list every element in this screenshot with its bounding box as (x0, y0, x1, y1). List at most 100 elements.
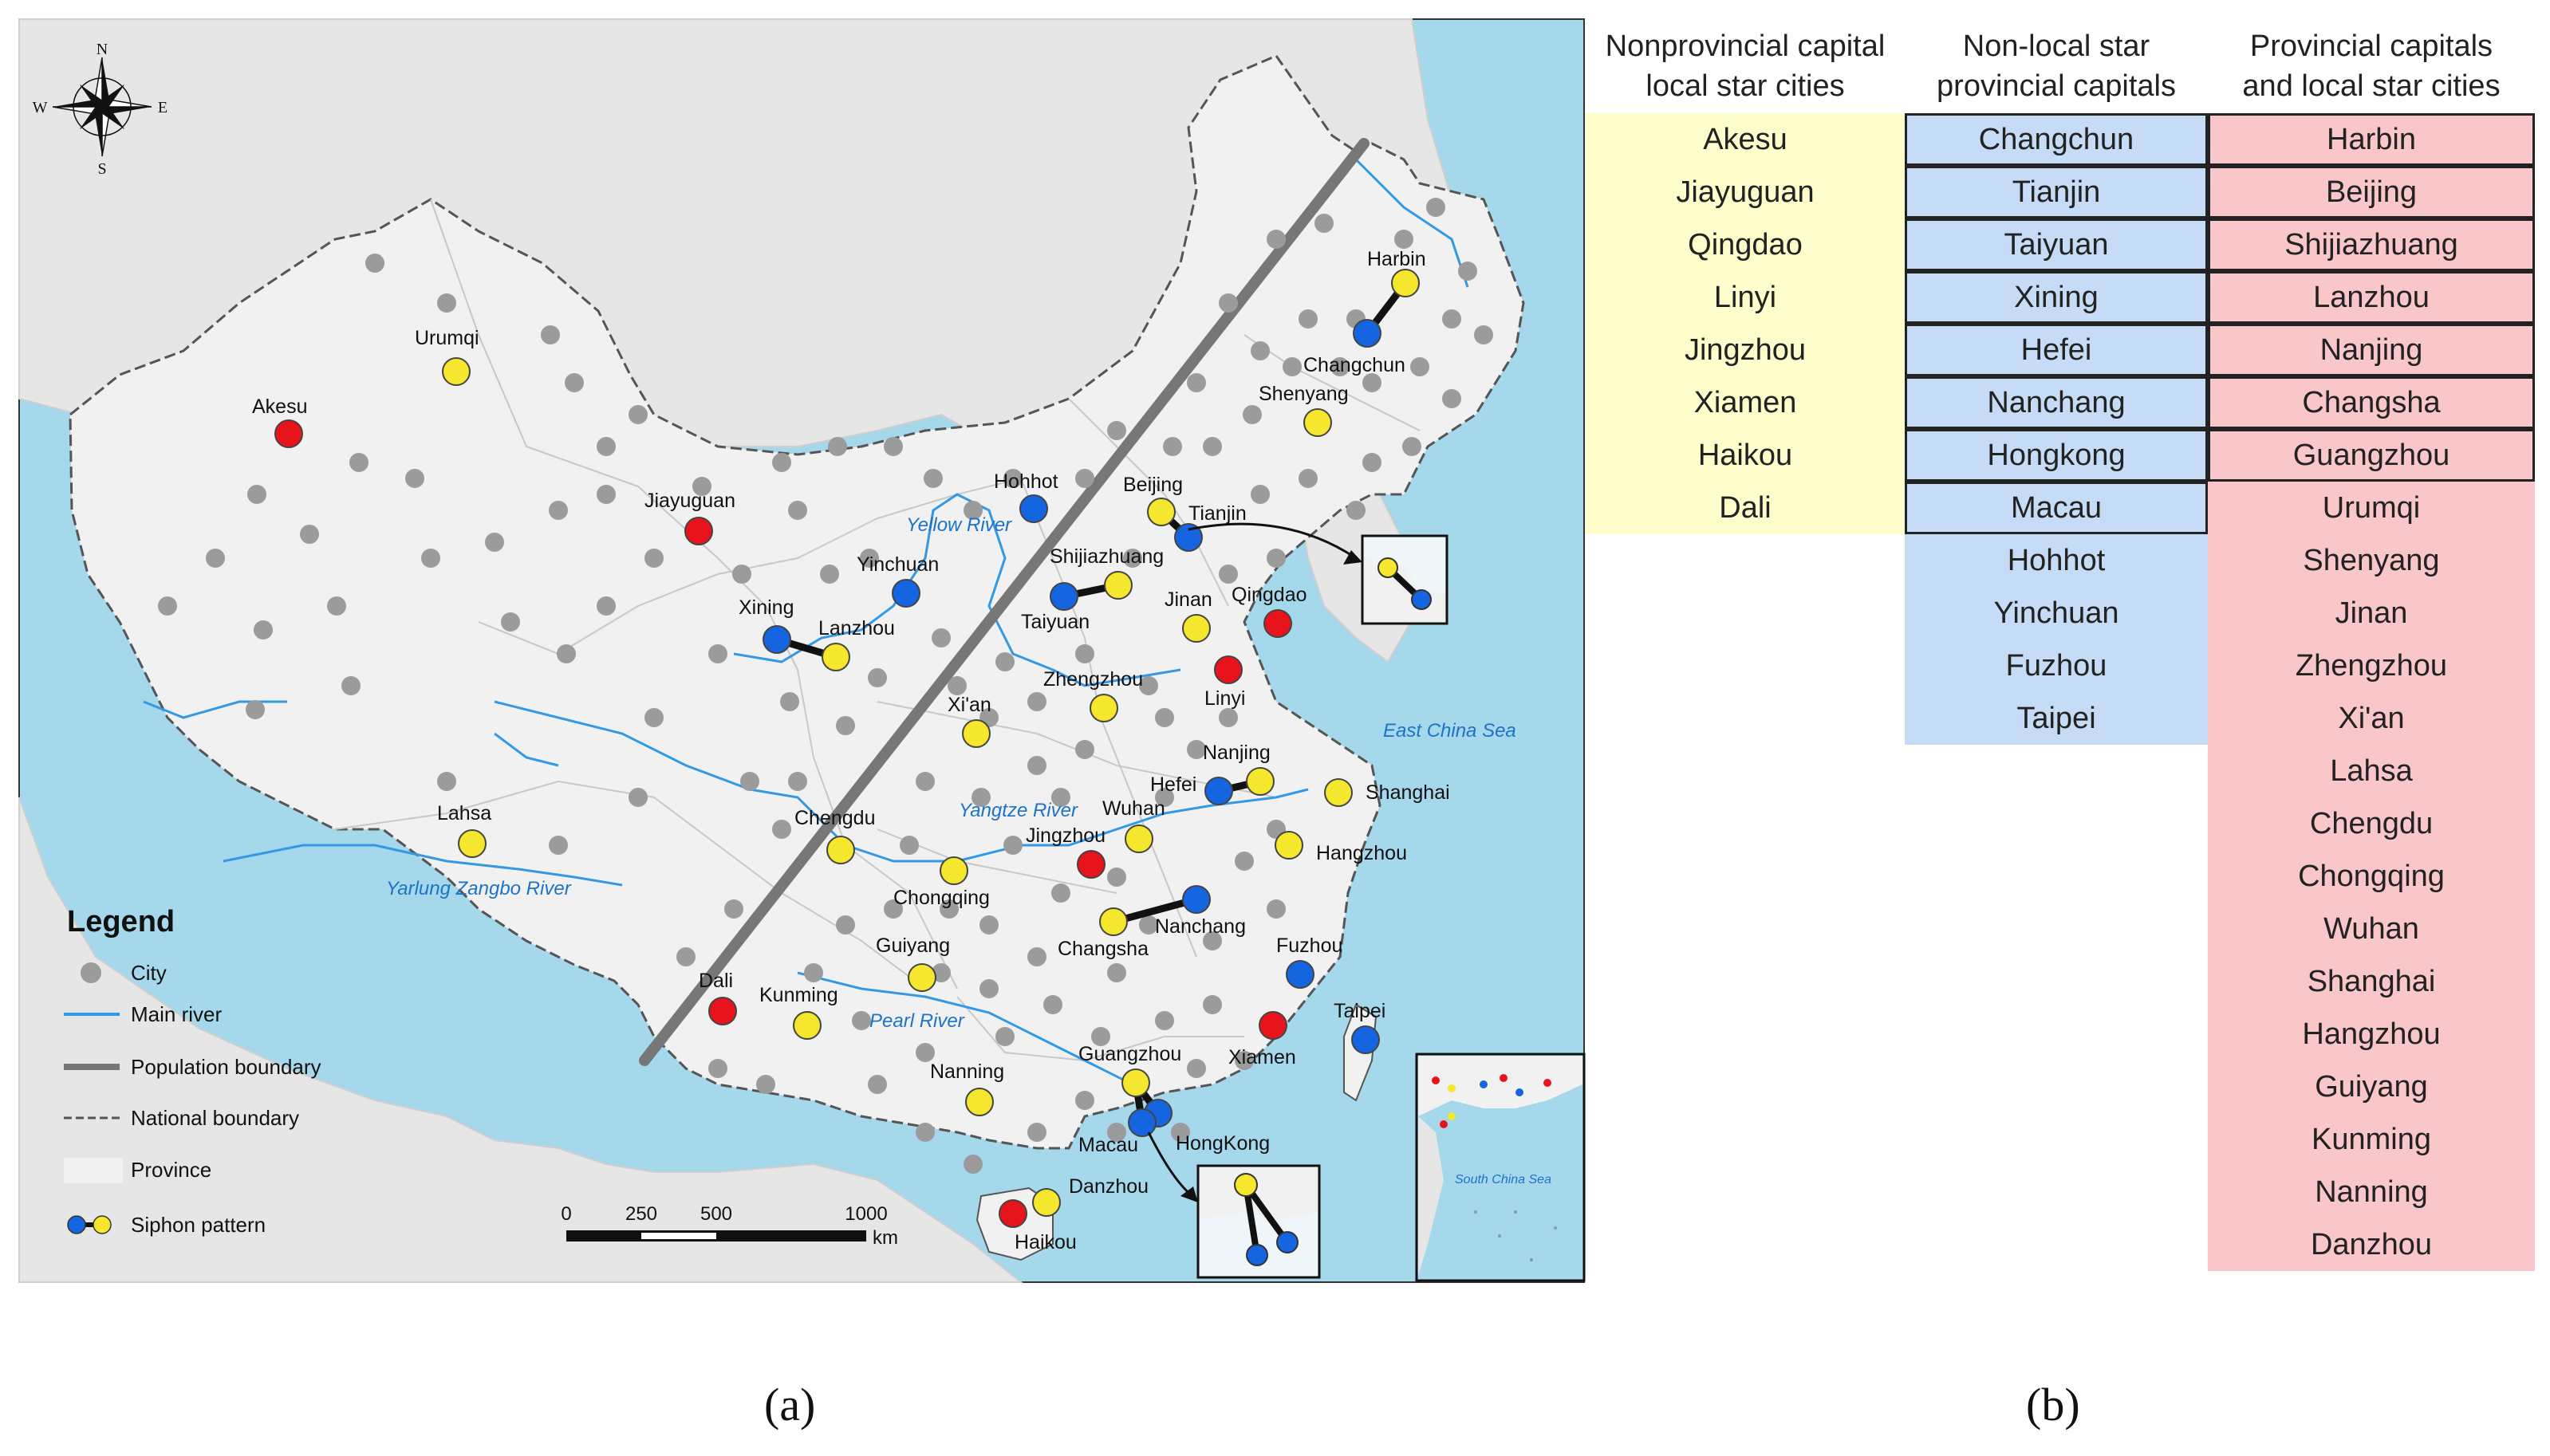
city-dot (1458, 262, 1477, 281)
beijing-tianjin-inset (1188, 522, 1448, 625)
city-dot (932, 628, 951, 647)
table-cell: Xining (1905, 271, 2208, 324)
star-city-marker (1214, 655, 1243, 684)
star-city-marker (1286, 960, 1314, 989)
city-label: Taipei (1334, 1000, 1385, 1022)
city-dot (1394, 230, 1413, 249)
city-label: Lahsa (437, 802, 491, 824)
city-dot (1402, 437, 1421, 456)
city-dot (1075, 644, 1094, 663)
table-cell: Xiamen (1586, 376, 1905, 429)
city-label: Yinchuan (857, 553, 939, 576)
legend-siphon-yellow (93, 1215, 112, 1234)
city-label: Haikou (1015, 1231, 1077, 1253)
city-dot (1267, 549, 1286, 568)
table-cell: Urumqi (2208, 482, 2535, 534)
city-dot (836, 716, 855, 735)
city-dot (924, 469, 943, 488)
column-header-line2: and local star cities (2242, 69, 2501, 103)
city-dot (979, 979, 999, 998)
city-dot (1314, 214, 1334, 233)
water-label: Yarlung Zangbo River (386, 878, 572, 899)
city-label: Chongqing (893, 887, 990, 909)
city-dot (1267, 230, 1286, 249)
star-city-marker (1353, 319, 1381, 348)
city-dot (868, 668, 887, 687)
star-city-marker (908, 963, 936, 992)
table-cell: Linyi (1586, 271, 1905, 324)
legend-province-swatch (64, 1158, 123, 1183)
table-cell: Haikou (1586, 429, 1905, 482)
table-cell: Kunming (2208, 1113, 2535, 1166)
city-dot (1003, 836, 1023, 855)
legend-city-label: City (131, 961, 167, 985)
city-dot (1139, 915, 1158, 935)
city-label: Lanzhou (818, 617, 895, 639)
city-label: Dali (699, 970, 733, 992)
city-label: Qingdao (1232, 584, 1307, 606)
table-cell: Akesu (1586, 113, 1905, 166)
city-dot (995, 1027, 1015, 1046)
city-dot (860, 549, 879, 568)
city-label: Kunming (759, 984, 838, 1006)
city-dot (1299, 309, 1318, 329)
table-cell: Chengdu (2208, 797, 2535, 850)
city-label: Hohhot (994, 470, 1058, 493)
city-dot (884, 899, 903, 919)
city-dot (1235, 852, 1254, 871)
column-header-line1: Non-local star (1962, 30, 2150, 63)
star-city-marker (965, 1088, 994, 1116)
city-dot (756, 1075, 775, 1094)
table-cell: Changsha (2208, 376, 2535, 429)
city-dot (1075, 740, 1094, 759)
city-dot (1155, 1011, 1174, 1030)
city-dot (1163, 437, 1182, 456)
city-dot (549, 501, 568, 520)
star-city-marker (826, 836, 855, 864)
city-label: Shanghai (1366, 781, 1450, 804)
city-dot (158, 596, 177, 616)
city-dot (780, 692, 799, 711)
city-dot (485, 533, 504, 552)
star-city-marker (1303, 408, 1332, 437)
city-classification-table: Nonprovincial capital local star cities … (1586, 22, 2543, 1282)
star-city-marker (1077, 850, 1106, 879)
scale-unit: km (873, 1227, 898, 1249)
city-dot (246, 700, 265, 719)
star-city-marker (274, 419, 303, 448)
table-cell: Macau (1905, 482, 2208, 534)
city-dot (1107, 421, 1126, 440)
star-city-marker (1032, 1188, 1061, 1217)
city-label: Chengdu (794, 807, 875, 829)
city-dot (1346, 501, 1366, 520)
city-label: Xining (739, 596, 794, 619)
city-dot (549, 836, 568, 855)
city-dot (1155, 788, 1174, 807)
city-dot (979, 915, 999, 935)
city-dot (327, 596, 346, 616)
table-cell: Hohhot (1905, 534, 2208, 587)
star-city-marker (1351, 1025, 1380, 1054)
star-city-marker (684, 517, 713, 545)
city-dot (1442, 309, 1461, 329)
table-cell: Beijing (2208, 166, 2535, 218)
table-cell: Taipei (1905, 692, 2208, 745)
city-dot (1362, 453, 1381, 472)
city-dot (1283, 357, 1302, 376)
city-label: Zhengzhou (1043, 668, 1143, 691)
city-dot (820, 565, 839, 584)
city-dot (1474, 325, 1493, 344)
star-city-marker (940, 856, 968, 885)
city-dot (565, 373, 584, 392)
compass-e: E (158, 99, 168, 116)
city-dot (405, 469, 424, 488)
column-header-line2: local star cities (1645, 69, 1845, 103)
city-dot (900, 836, 919, 855)
star-city-marker (822, 643, 850, 671)
star-city-marker (1104, 571, 1133, 600)
table-cell: Taiyuan (1905, 218, 2208, 271)
city-dot (1091, 1027, 1110, 1046)
city-label: Taiyuan (1021, 611, 1090, 633)
legend-river-label: Main river (131, 1002, 222, 1026)
city-dot (788, 772, 807, 791)
